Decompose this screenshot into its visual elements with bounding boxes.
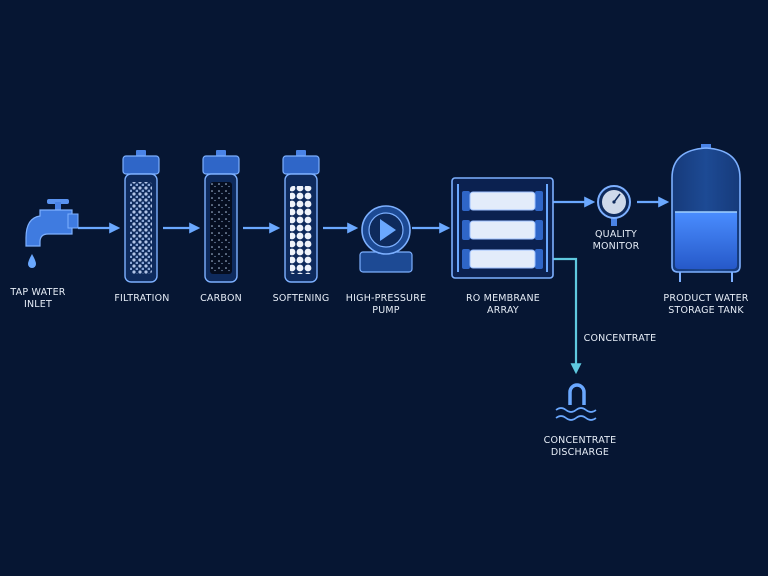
membrane-module-2: [462, 220, 543, 240]
sediment-filter-icon: [122, 150, 160, 283]
carbon-filter-icon: [202, 150, 240, 283]
storage-tank-icon: [671, 144, 741, 282]
inlet-label: TAP WATER INLET: [10, 287, 65, 311]
flow-connectors: [78, 196, 670, 234]
softening-label: SOFTENING: [272, 293, 330, 304]
faucet-icon: [25, 199, 79, 268]
membrane-module-1: [462, 191, 543, 211]
pressure-gauge-icon: [597, 185, 631, 226]
tank-label: PRODUCT WATER STORAGE TANK: [663, 293, 748, 317]
membrane-label: RO MEMBRANE ARRAY: [466, 293, 540, 317]
inlet-label-line1: TAP WATER: [10, 287, 66, 298]
drain-outlet-icon: [555, 383, 597, 421]
pump-icon: [359, 205, 413, 273]
membrane-module-3: [462, 249, 543, 269]
pump-label-line2: PUMP: [372, 305, 400, 316]
monitor-label-line1: QUALITY: [594, 229, 638, 240]
discharge-label-line1: CONCENTRATE: [543, 435, 617, 446]
concentrate-label: CONCENTRATE: [583, 333, 657, 344]
monitor-label-line2: MONITOR: [592, 241, 640, 252]
pump-label: HIGH-PRESSURE PUMP: [346, 293, 426, 317]
membrane-label-line1: RO MEMBRANE: [465, 293, 541, 304]
monitor-label: QUALITY MONITOR: [593, 229, 640, 253]
discharge-label: CONCENTRATE DISCHARGE: [544, 435, 617, 459]
softener-filter-icon: [282, 150, 320, 283]
pump-label-line1: HIGH-PRESSURE: [345, 293, 427, 304]
membrane-array-icon: [451, 177, 554, 279]
tank-label-line2: STORAGE TANK: [668, 305, 744, 316]
membrane-label-line2: ARRAY: [487, 305, 519, 316]
carbon-label: CARBON: [200, 293, 242, 304]
filtration-label: FILTRATION: [114, 293, 170, 304]
tank-label-line1: PRODUCT WATER: [663, 293, 749, 304]
discharge-label-line2: DISCHARGE: [550, 447, 610, 458]
inlet-label-line2: INLET: [23, 299, 52, 310]
concentrate-flow-line: [553, 257, 582, 375]
